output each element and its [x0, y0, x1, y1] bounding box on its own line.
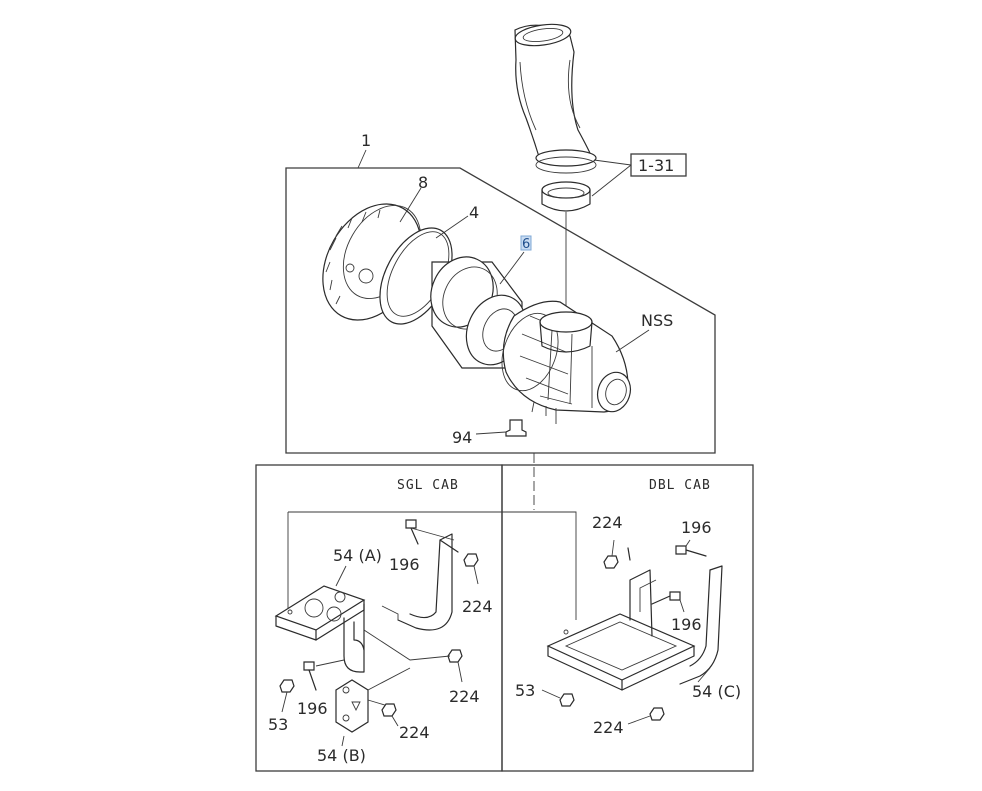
- housing-label: NSS: [641, 311, 673, 330]
- panel-connector-line: [288, 511, 577, 620]
- dbl-bolt-top-label: 196: [681, 518, 712, 537]
- dbl-nut-left-label: 53: [515, 681, 535, 700]
- sgl-bolt-low-label: 196: [297, 699, 328, 718]
- dbl-bolt-mid-label: 196: [671, 615, 702, 634]
- intake-ref-label: 1-31: [638, 156, 674, 175]
- sgl-bolt-top-label: 196: [389, 555, 420, 574]
- hose-clamp: [541, 181, 591, 212]
- cover-label: 8: [418, 173, 428, 192]
- dbl-nut-top-label: 224: [592, 513, 623, 532]
- drain-valve-label: 94: [452, 428, 472, 447]
- sgl-bracket-b-label: 54 (B): [317, 746, 366, 765]
- sgl-nut-low-label: 224: [399, 723, 430, 742]
- sgl-bracket-a-label: 54 (A): [333, 546, 382, 565]
- gasket-label: 4: [469, 203, 479, 222]
- dbl-cab-header: DBL CAB: [649, 478, 711, 493]
- dbl-nut-bottom-label: 224: [593, 718, 624, 737]
- assembly-boundary: 1: [285, 131, 716, 454]
- dbl-cab-panel: DBL CAB: [501, 464, 754, 772]
- sgl-nut-left-label: 53: [268, 715, 288, 734]
- element-label: 6: [522, 237, 530, 252]
- dbl-bracket-c-label: 54 (C): [692, 682, 741, 701]
- dbl-cab-bracket-assembly: 224 196 196 54 (C) 53 224: [515, 513, 741, 737]
- sgl-nut-right-label: 224: [462, 597, 493, 616]
- callout-intake-ref: 1-31: [591, 153, 687, 197]
- sgl-nut-mid-label: 224: [449, 687, 480, 706]
- sgl-cab-bracket-assembly: 54 (A) 196 224 224 53 196 54 (B) 224: [268, 519, 493, 765]
- assembly-label: 1: [361, 131, 371, 150]
- sgl-cab-header: SGL CAB: [397, 478, 459, 493]
- filter-element-part: 6: [430, 235, 532, 369]
- drain-valve-part: 94: [452, 419, 527, 447]
- intake-duct: [514, 23, 597, 174]
- housing-part: NSS: [501, 300, 673, 424]
